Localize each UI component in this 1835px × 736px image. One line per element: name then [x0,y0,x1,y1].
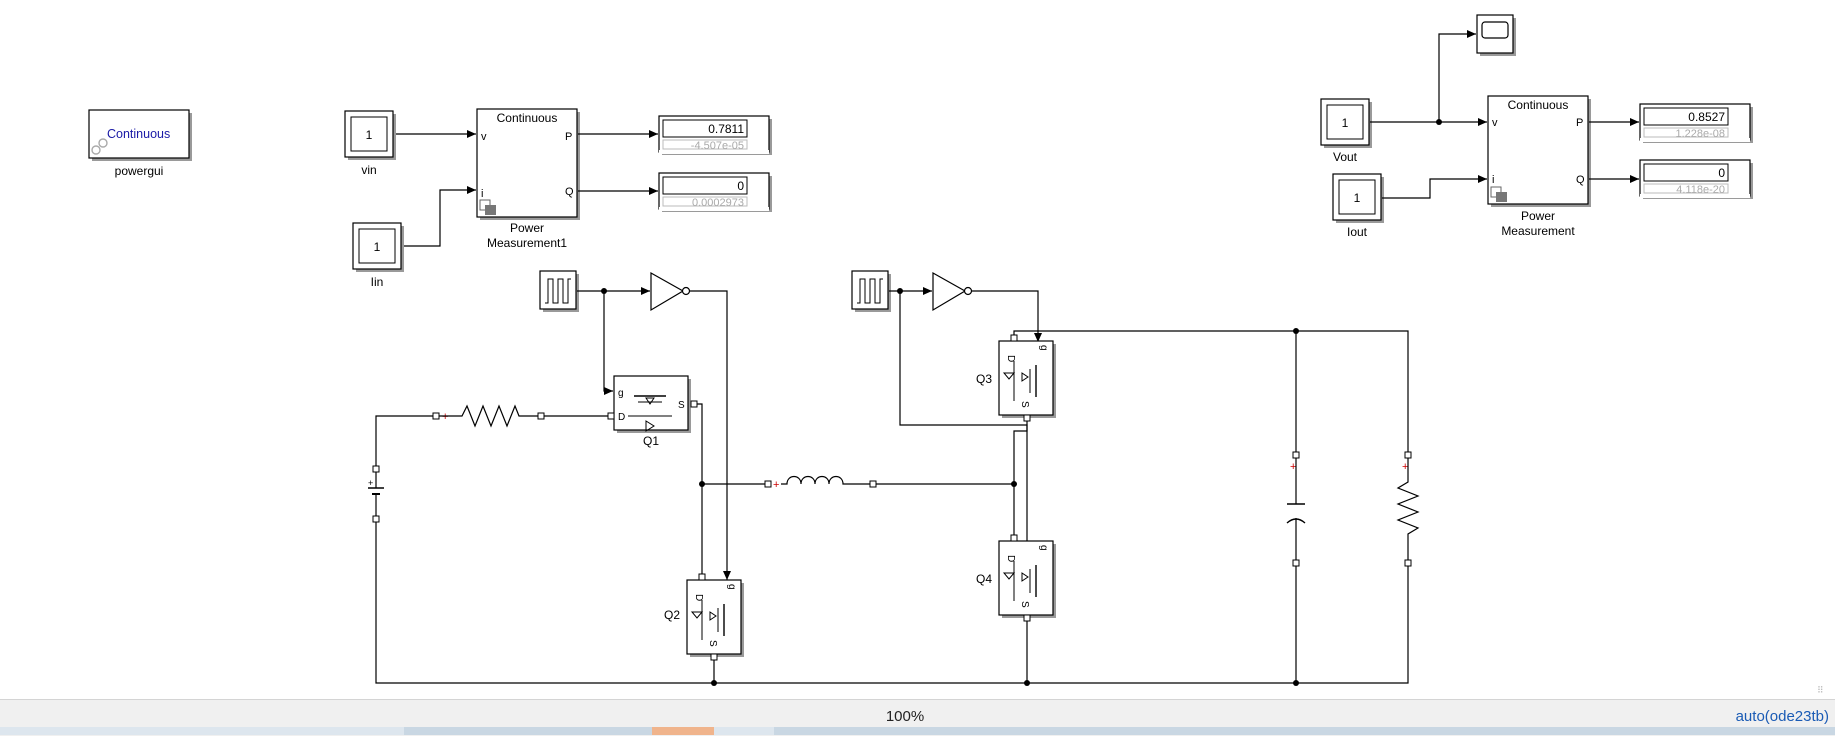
q4-label: Q4 [976,572,992,586]
pm-port-v: v [1492,117,1498,129]
iin-value: 1 [374,240,381,254]
inductor[interactable]: + [764,475,877,492]
q3-port-g: g [1038,345,1049,351]
pulse-generator-1[interactable] [539,270,579,312]
series-resistor[interactable]: + [432,404,545,428]
q3-port-d: D [1005,355,1016,362]
link-icon [91,138,108,155]
display-p-input-sub: -4.507e-05 [691,140,744,152]
vin-value: 1 [366,128,373,142]
powergui-mode-text: Continuous [107,127,170,141]
pm1-port-v: v [481,131,487,143]
pm-port-i: i [1492,174,1494,186]
powergui-label: powergui [115,164,164,178]
dc-voltage-source[interactable]: + [368,465,384,523]
mosfet-q4[interactable]: D g S [998,534,1056,622]
display-q-output-value: 0 [1718,166,1725,180]
display-q-output-sub: 4.118e-20 [1676,184,1725,196]
vout-value: 1 [1342,116,1349,130]
capacitor[interactable]: + [1286,451,1306,567]
q1-port-g: g [618,388,624,399]
power-measurement1-block[interactable]: Continuous v i P Q [476,108,580,220]
q2-port-d: D [693,594,704,601]
iout-source-block[interactable]: 1 [1332,173,1384,223]
q3-label: Q3 [976,372,992,386]
q3-port-s: S [1019,401,1030,408]
mask-icon [479,199,496,215]
q1-label: Q1 [643,434,659,448]
pulse-generator-2[interactable] [851,270,891,312]
zoom-level[interactable]: 100% [885,708,925,725]
input-measurement-wires [396,130,658,247]
display-q-input[interactable]: 0 0.0002973 [658,172,772,212]
q1-port-d: D [618,412,625,423]
q4-port-s: S [1019,601,1030,608]
q2-port-g: g [726,584,737,590]
pm-mode-text: Continuous [1508,98,1569,112]
q1-port-s: S [678,400,685,411]
display-q-output[interactable]: 0 4.118e-20 [1639,159,1753,199]
svg-text:+: + [1290,461,1296,473]
q4-port-g: g [1038,545,1049,551]
display-q-input-sub: 0.0002973 [692,197,744,209]
q4-port-d: D [1005,555,1016,562]
q2-label: Q2 [664,608,680,622]
pm-port-p: P [1576,117,1583,129]
power-measurement-block[interactable]: Continuous v i P Q [1487,95,1591,207]
pm-label-1: Power [1521,209,1555,223]
powergui-block[interactable]: Continuous [88,109,192,161]
model-canvas[interactable]: Continuous powergui 1 vin 1 Iin Continuo… [0,0,1835,699]
pm-port-q: Q [1576,174,1585,186]
taskbar-segment-active[interactable] [652,727,714,735]
pm-label-2: Measurement [1501,224,1575,238]
pm1-label-2: Measurement1 [487,236,567,250]
iout-label: Iout [1347,225,1368,239]
pm1-port-p: P [565,131,572,143]
taskbar-segment [774,727,1835,735]
not-gate-1[interactable] [650,271,691,312]
svg-text:+: + [442,411,448,423]
display-p-input[interactable]: 0.7811 -4.507e-05 [658,115,772,155]
display-p-input-value: 0.7811 [708,122,744,136]
load-resistor[interactable]: + [1396,451,1420,567]
not-gate-2[interactable] [932,271,973,312]
scope-block[interactable] [1476,14,1516,56]
pm1-port-i: i [481,188,483,200]
display-p-output-sub: 1.228e-08 [1675,128,1725,140]
mosfet-q2[interactable]: D g S [686,573,744,661]
svg-text:+: + [1402,461,1408,473]
display-q-input-value: 0 [737,179,744,193]
power-circuit-wires [375,328,1409,686]
svg-text:+: + [773,479,779,491]
q2-port-s: S [707,640,718,647]
iin-label: Iin [371,275,384,289]
svg-text:+: + [368,478,373,488]
mosfet-q1[interactable]: g D S [607,375,698,433]
iout-value: 1 [1354,191,1361,205]
taskbar-segment [404,727,652,735]
vout-source-block[interactable]: 1 [1320,98,1372,148]
resize-grip-icon[interactable]: ⠿ [1817,685,1824,695]
pm1-port-q: Q [565,186,574,198]
mask-icon [1490,186,1507,202]
vin-source-block[interactable]: 1 [344,110,396,160]
solver-label[interactable]: auto(ode23tb) [1735,708,1829,725]
iin-source-block[interactable]: 1 [352,222,404,272]
vout-label: Vout [1333,150,1358,164]
pm1-label-1: Power [510,221,544,235]
display-p-output[interactable]: 0.8527 1.228e-08 [1639,103,1753,143]
taskbar-strip [0,727,1835,735]
display-p-output-value: 0.8527 [1688,110,1725,124]
mosfet-q3[interactable]: D g S [998,334,1056,422]
output-measurement-wires [1370,30,1639,199]
pm1-mode-text: Continuous [497,111,558,125]
vin-label: vin [361,163,376,177]
